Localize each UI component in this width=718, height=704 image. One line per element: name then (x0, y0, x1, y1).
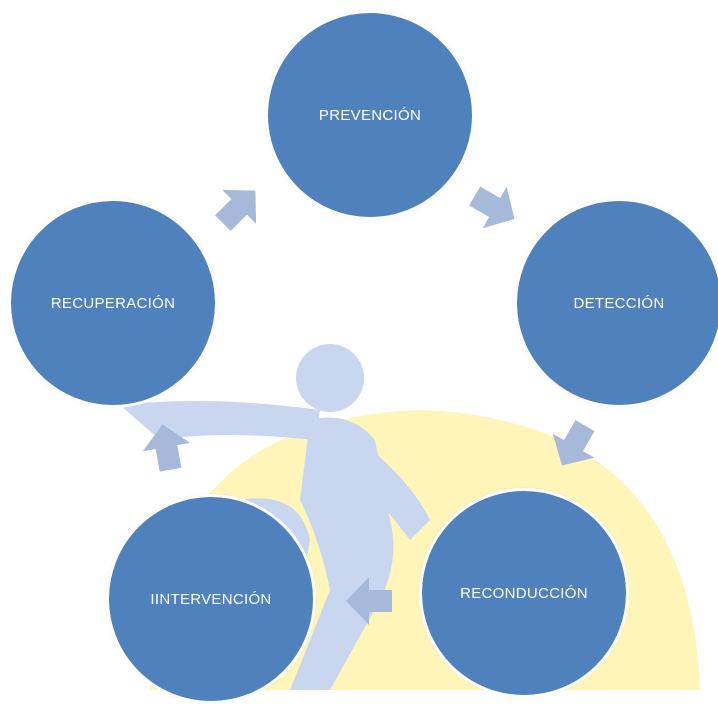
arrow-prevencion-to-deteccion (469, 186, 515, 229)
node-label: PREVENCIÓN (318, 106, 422, 124)
node-reconduccion: RECONDUCCIÓN (419, 488, 629, 698)
node-label: RECUPERACIÓN (50, 294, 176, 312)
arrow-recuperacion-to-prevencion (215, 189, 257, 231)
node-intervencion: IINTERVENCIÓN (106, 494, 316, 704)
arrow-reconduccion-to-intervencion (346, 577, 392, 625)
arrow-intervencion-to-recuperacion (142, 424, 191, 472)
arrow-deteccion-to-reconduccion (552, 420, 595, 466)
node-recuperacion: RECUPERACIÓN (8, 198, 218, 408)
node-label: DETECCIÓN (573, 294, 665, 312)
node-label: IINTERVENCIÓN (150, 590, 272, 608)
node-deteccion: DETECCIÓN (514, 198, 718, 408)
node-label: RECONDUCCIÓN (460, 584, 588, 602)
node-prevencion: PREVENCIÓN (265, 10, 475, 220)
